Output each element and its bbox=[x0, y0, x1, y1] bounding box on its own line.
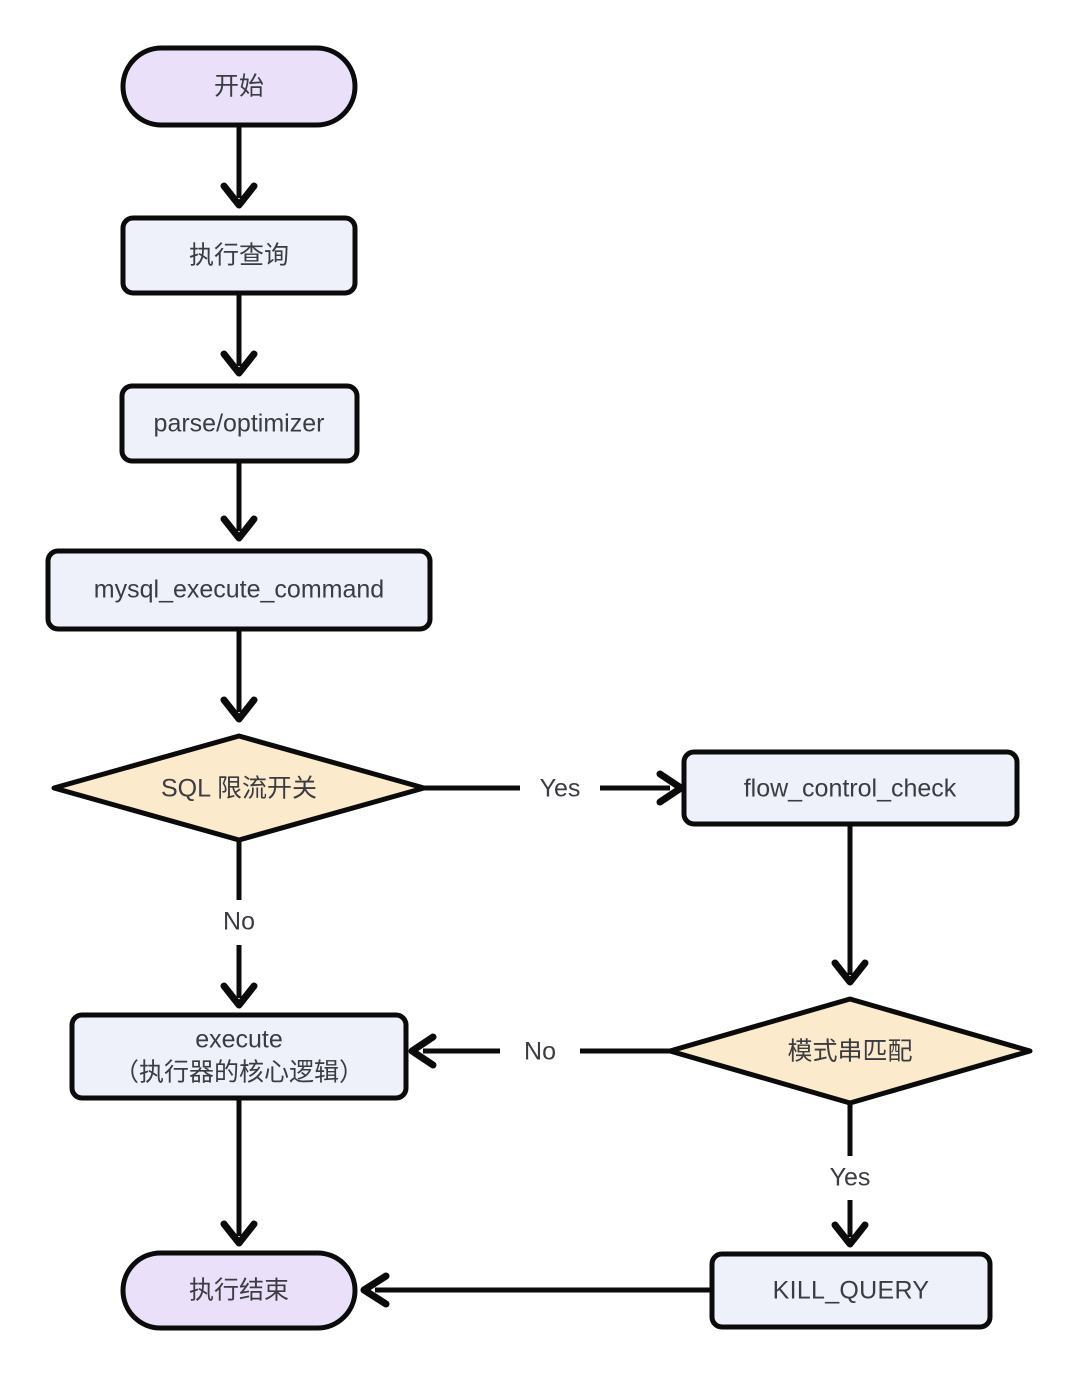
node-start[interactable]: 开始 bbox=[120, 45, 358, 128]
node-execute-query-label: 执行查询 bbox=[189, 242, 289, 270]
node-mysql-execute-command[interactable]: mysql_execute_command bbox=[45, 548, 433, 632]
node-end-label: 执行结束 bbox=[189, 1277, 289, 1305]
node-parse-optimizer[interactable]: parse/optimizer bbox=[119, 383, 360, 464]
node-kill-query-label: KILL_QUERY bbox=[773, 1277, 930, 1305]
edge-label-switch-no: No bbox=[223, 908, 255, 936]
edge-switch-to-flow-control-check: Yes bbox=[424, 770, 685, 806]
edge-flow-control-check-to-match bbox=[831, 824, 869, 986]
node-end[interactable]: 执行结束 bbox=[120, 1250, 358, 1331]
node-flow-control-check-label: flow_control_check bbox=[744, 775, 957, 803]
node-flow-control-check[interactable]: flow_control_check bbox=[681, 749, 1020, 827]
node-parse-optimizer-label: parse/optimizer bbox=[154, 410, 325, 438]
node-execute[interactable]: execute （执行器的核心逻辑） bbox=[69, 1012, 409, 1101]
node-sql-flow-switch[interactable]: SQL 限流开关 bbox=[51, 733, 427, 843]
edge-match-to-kill: Yes bbox=[830, 1103, 871, 1248]
node-mysql-execute-command-label: mysql_execute_command bbox=[94, 576, 384, 604]
edge-start-to-query bbox=[220, 125, 258, 209]
node-execute-label-line1: execute bbox=[195, 1026, 283, 1054]
edge-label-match-no: No bbox=[524, 1038, 556, 1066]
edge-switch-to-execute: No bbox=[220, 840, 258, 1009]
edge-label-switch-yes: Yes bbox=[540, 775, 581, 803]
edge-kill-to-end bbox=[360, 1272, 712, 1308]
edge-label-match-yes: Yes bbox=[830, 1164, 871, 1192]
node-pattern-match[interactable]: 模式串匹配 bbox=[667, 996, 1033, 1106]
node-sql-flow-switch-label: SQL 限流开关 bbox=[161, 775, 317, 803]
node-kill-query[interactable]: KILL_QUERY bbox=[709, 1251, 993, 1330]
edge-execute-to-end bbox=[220, 1098, 258, 1247]
node-execute-label-line2: （执行器的核心逻辑） bbox=[114, 1059, 364, 1087]
edge-query-to-parse bbox=[220, 293, 258, 377]
node-pattern-match-label: 模式串匹配 bbox=[787, 1038, 912, 1066]
edge-match-to-execute: No bbox=[408, 1033, 670, 1069]
edge-parse-to-command bbox=[220, 461, 258, 542]
node-start-label: 开始 bbox=[214, 73, 264, 101]
node-execute-query[interactable]: 执行查询 bbox=[120, 215, 358, 296]
edge-command-to-switch bbox=[220, 629, 258, 723]
